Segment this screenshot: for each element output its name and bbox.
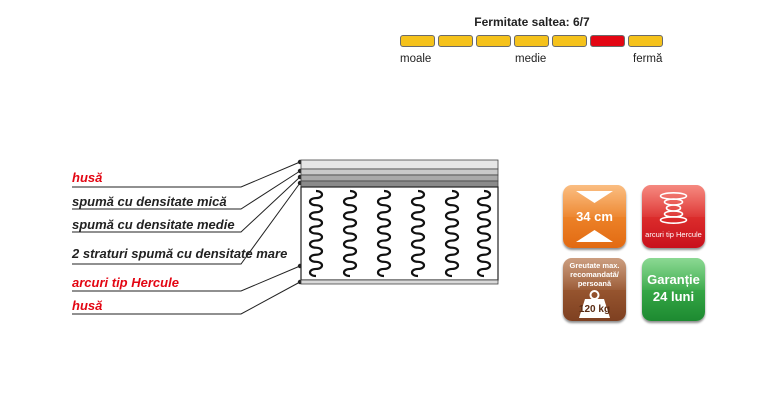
firmness-scale [400, 35, 663, 49]
springs-badge-label: arcuri tip Hercule [645, 230, 702, 239]
leader-line-husa-bottom [72, 281, 301, 315]
guarantee-line-2: 24 luni [652, 289, 695, 304]
layer-high-density [300, 180, 499, 188]
springs-badge: arcuri tip Hercule [642, 185, 705, 248]
max-weight-value: 120 kg [578, 304, 611, 315]
firmness-segment-5 [552, 35, 587, 47]
height-badge: 34 cm [563, 185, 626, 248]
firmness-segment-3 [476, 35, 511, 47]
leader-line-high-density [72, 182, 301, 265]
firmness-segment-7 [628, 35, 663, 47]
leader-line-husa-top [72, 161, 301, 188]
leader-lines [72, 161, 301, 315]
label-medium-density-foam: spumă cu densitate medie [72, 217, 235, 232]
layer-medium-density [300, 174, 499, 182]
firmness-label-medium: medie [515, 53, 547, 65]
spring-block [300, 186, 499, 281]
firmness-label-soft: moale [400, 53, 432, 65]
spring-coil-1 [308, 189, 324, 278]
firmness-title: Fermitate saltea: 6/7 [474, 15, 590, 29]
guarantee-line-1: Garanție [647, 272, 700, 287]
springs-group [308, 189, 492, 278]
label-hercule-springs: arcuri tip Hercule [72, 275, 179, 290]
label-cover-bottom: husă [72, 298, 103, 313]
firmness-segment-1 [400, 35, 435, 47]
max-weight-label: Greutate max. recomandată/ persoană [569, 261, 620, 288]
layer-cover-top [300, 159, 499, 170]
label-low-density-foam: spumă cu densitate mică [72, 194, 227, 209]
guarantee-text: Garanție 24 luni [642, 271, 705, 305]
spring-coil-icon [659, 192, 688, 224]
leader-line-low-density [72, 170, 301, 210]
firmness-segment-4 [514, 35, 549, 47]
label-cover-top: husă [72, 170, 103, 185]
height-arrows-icon [576, 191, 613, 242]
max-weight-badge: Greutate max. recomandată/ persoană 120 … [563, 258, 626, 321]
layer-cover-bottom [300, 279, 499, 285]
height-value: 34 cm [576, 209, 613, 224]
firmness-segment-2 [438, 35, 473, 47]
layer-low-density [300, 168, 499, 176]
label-high-density-foam: 2 straturi spumă cu densitate mare [72, 246, 288, 261]
spring-coil-3 [376, 189, 392, 278]
leader-line-medium-density [72, 176, 301, 233]
firmness-segment-6 [590, 35, 625, 47]
spring-coil-4 [410, 189, 426, 278]
spring-coil-6 [476, 189, 492, 278]
weight-icon [579, 290, 610, 318]
leader-line-springs [72, 265, 301, 292]
firmness-label-firm: fermă [633, 53, 663, 65]
guarantee-badge: Garanție 24 luni [642, 258, 705, 321]
spring-coil-2 [342, 189, 358, 278]
spring-coil-5 [444, 189, 460, 278]
